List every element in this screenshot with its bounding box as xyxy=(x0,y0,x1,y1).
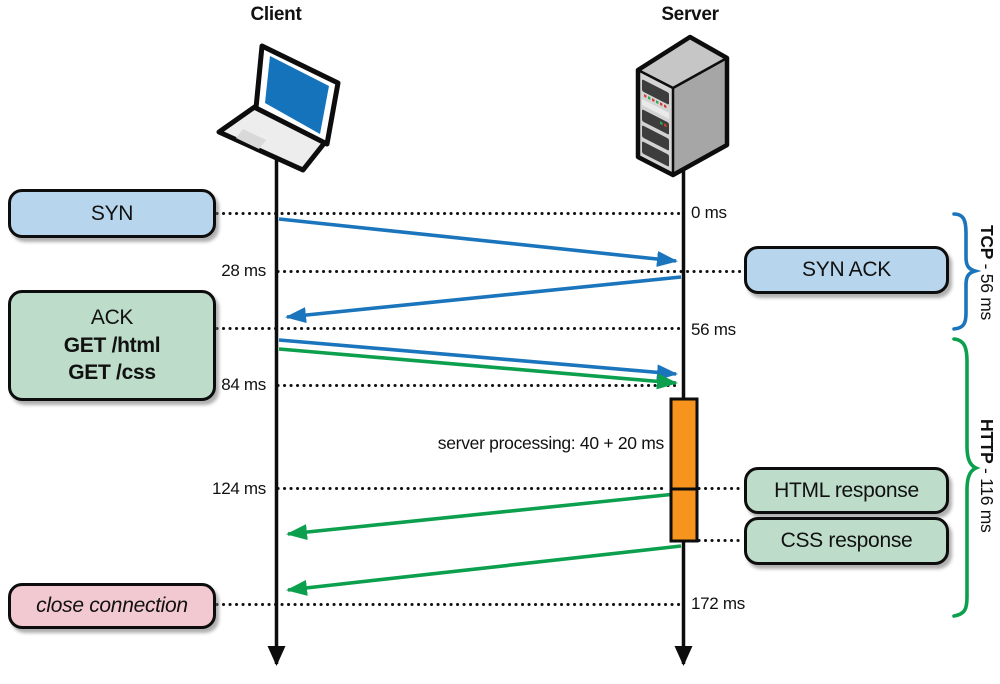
http-brace-label-rest: - 116 ms xyxy=(977,463,997,533)
server-tower-icon xyxy=(635,34,730,178)
syn-box: SYN xyxy=(8,189,216,238)
ack-label: ACK xyxy=(90,305,134,329)
processing-bar-css xyxy=(669,487,699,543)
get-css-label: GET /css xyxy=(68,361,156,385)
css-response-box: CSS response xyxy=(744,517,949,565)
css-response-label: CSS response xyxy=(780,529,913,553)
server-processing-bar xyxy=(669,397,699,543)
tcp-brace xyxy=(952,212,982,331)
syn-ack-label: SYN ACK xyxy=(802,258,891,282)
timestamp-0ms: 0 ms xyxy=(691,203,727,222)
timestamp-56ms: 56 ms xyxy=(691,320,736,339)
html-response-label: HTML response xyxy=(774,478,919,502)
http-brace-label: HTTP - 116 ms xyxy=(976,335,997,617)
tcp-brace-label-rest: - 56 ms xyxy=(977,258,997,320)
close-connection-label: close connection xyxy=(36,594,188,618)
html-response-box: HTML response xyxy=(744,467,949,514)
timestamp-84ms: 84 ms xyxy=(221,375,266,394)
http-brace xyxy=(952,337,981,618)
close-connection-box: close connection xyxy=(8,583,216,629)
html-response-arrow xyxy=(286,492,677,541)
syn-box-label: SYN xyxy=(90,201,134,225)
http-brace-label-bold: HTTP xyxy=(977,419,997,464)
client-label: Client xyxy=(250,4,302,25)
server-processing-label: server processing: 40 + 20 ms xyxy=(437,433,665,453)
syn-arrow xyxy=(278,217,678,267)
syn-ack-arrow xyxy=(285,275,682,324)
laptop-icon xyxy=(216,43,341,173)
tcp-brace-label: TCP - 56 ms xyxy=(976,213,997,331)
css-response-arrow xyxy=(286,544,682,596)
timestamp-172ms: 172 ms xyxy=(691,594,745,613)
dotted-time-lines xyxy=(215,212,744,606)
syn-ack-box: SYN ACK xyxy=(744,246,949,294)
ack-get-html-arrow xyxy=(278,338,678,381)
tcp-brace-label-bold: TCP xyxy=(977,224,997,259)
timestamp-124ms: 124 ms xyxy=(212,479,266,498)
ack-get-box: ACK GET /html GET /css xyxy=(8,290,216,401)
get-html-label: GET /html xyxy=(63,333,161,357)
get-css-arrow xyxy=(278,347,678,390)
server-label: Server xyxy=(661,4,719,25)
processing-bar-html xyxy=(669,397,699,491)
timestamp-28ms: 28 ms xyxy=(221,261,266,280)
